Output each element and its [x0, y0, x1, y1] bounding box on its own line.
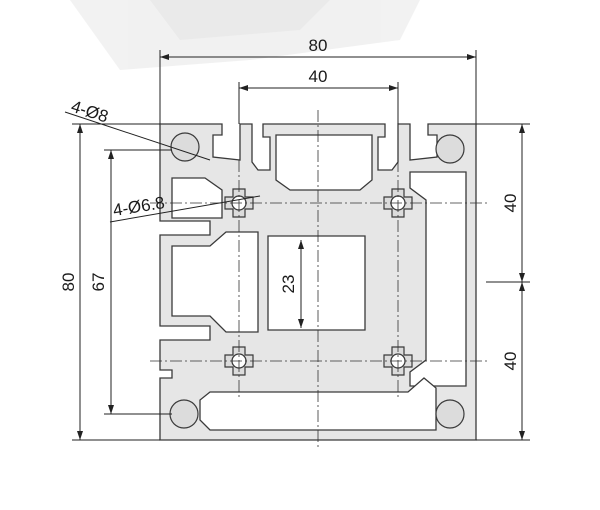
- dim-right-upper: 40: [501, 194, 520, 213]
- corner-hole-tr: [435, 134, 465, 164]
- cavity-right: [409, 171, 467, 387]
- background-ghost: [70, 0, 420, 70]
- dim-hole-spacing: 67: [89, 273, 108, 292]
- dim-half-width: 40: [309, 67, 328, 86]
- dimension-labels: 80 40 80 67 23 40 40 4-Ø8 4-Ø6.8: [59, 36, 520, 370]
- cavity-upper-left: [171, 177, 223, 219]
- cavity-center: [267, 235, 366, 331]
- cavity-left: [171, 231, 259, 333]
- center-lines: [150, 110, 490, 450]
- dim-right-lower: 40: [501, 352, 520, 371]
- callout-corner-hole: 4-Ø8: [69, 97, 111, 127]
- callout-center-hole: 4-Ø6.8: [112, 193, 166, 220]
- dimension-lines: [64, 50, 530, 441]
- cavity-top: [275, 134, 373, 191]
- dim-inner-height: 23: [279, 275, 298, 294]
- corner-hole-bl: [169, 399, 199, 429]
- dim-overall-width: 80: [309, 36, 328, 55]
- corner-hole-tl: [170, 132, 200, 162]
- dim-overall-height: 80: [59, 273, 78, 292]
- cavity-bottom: [199, 377, 437, 431]
- corner-hole-br: [435, 399, 465, 429]
